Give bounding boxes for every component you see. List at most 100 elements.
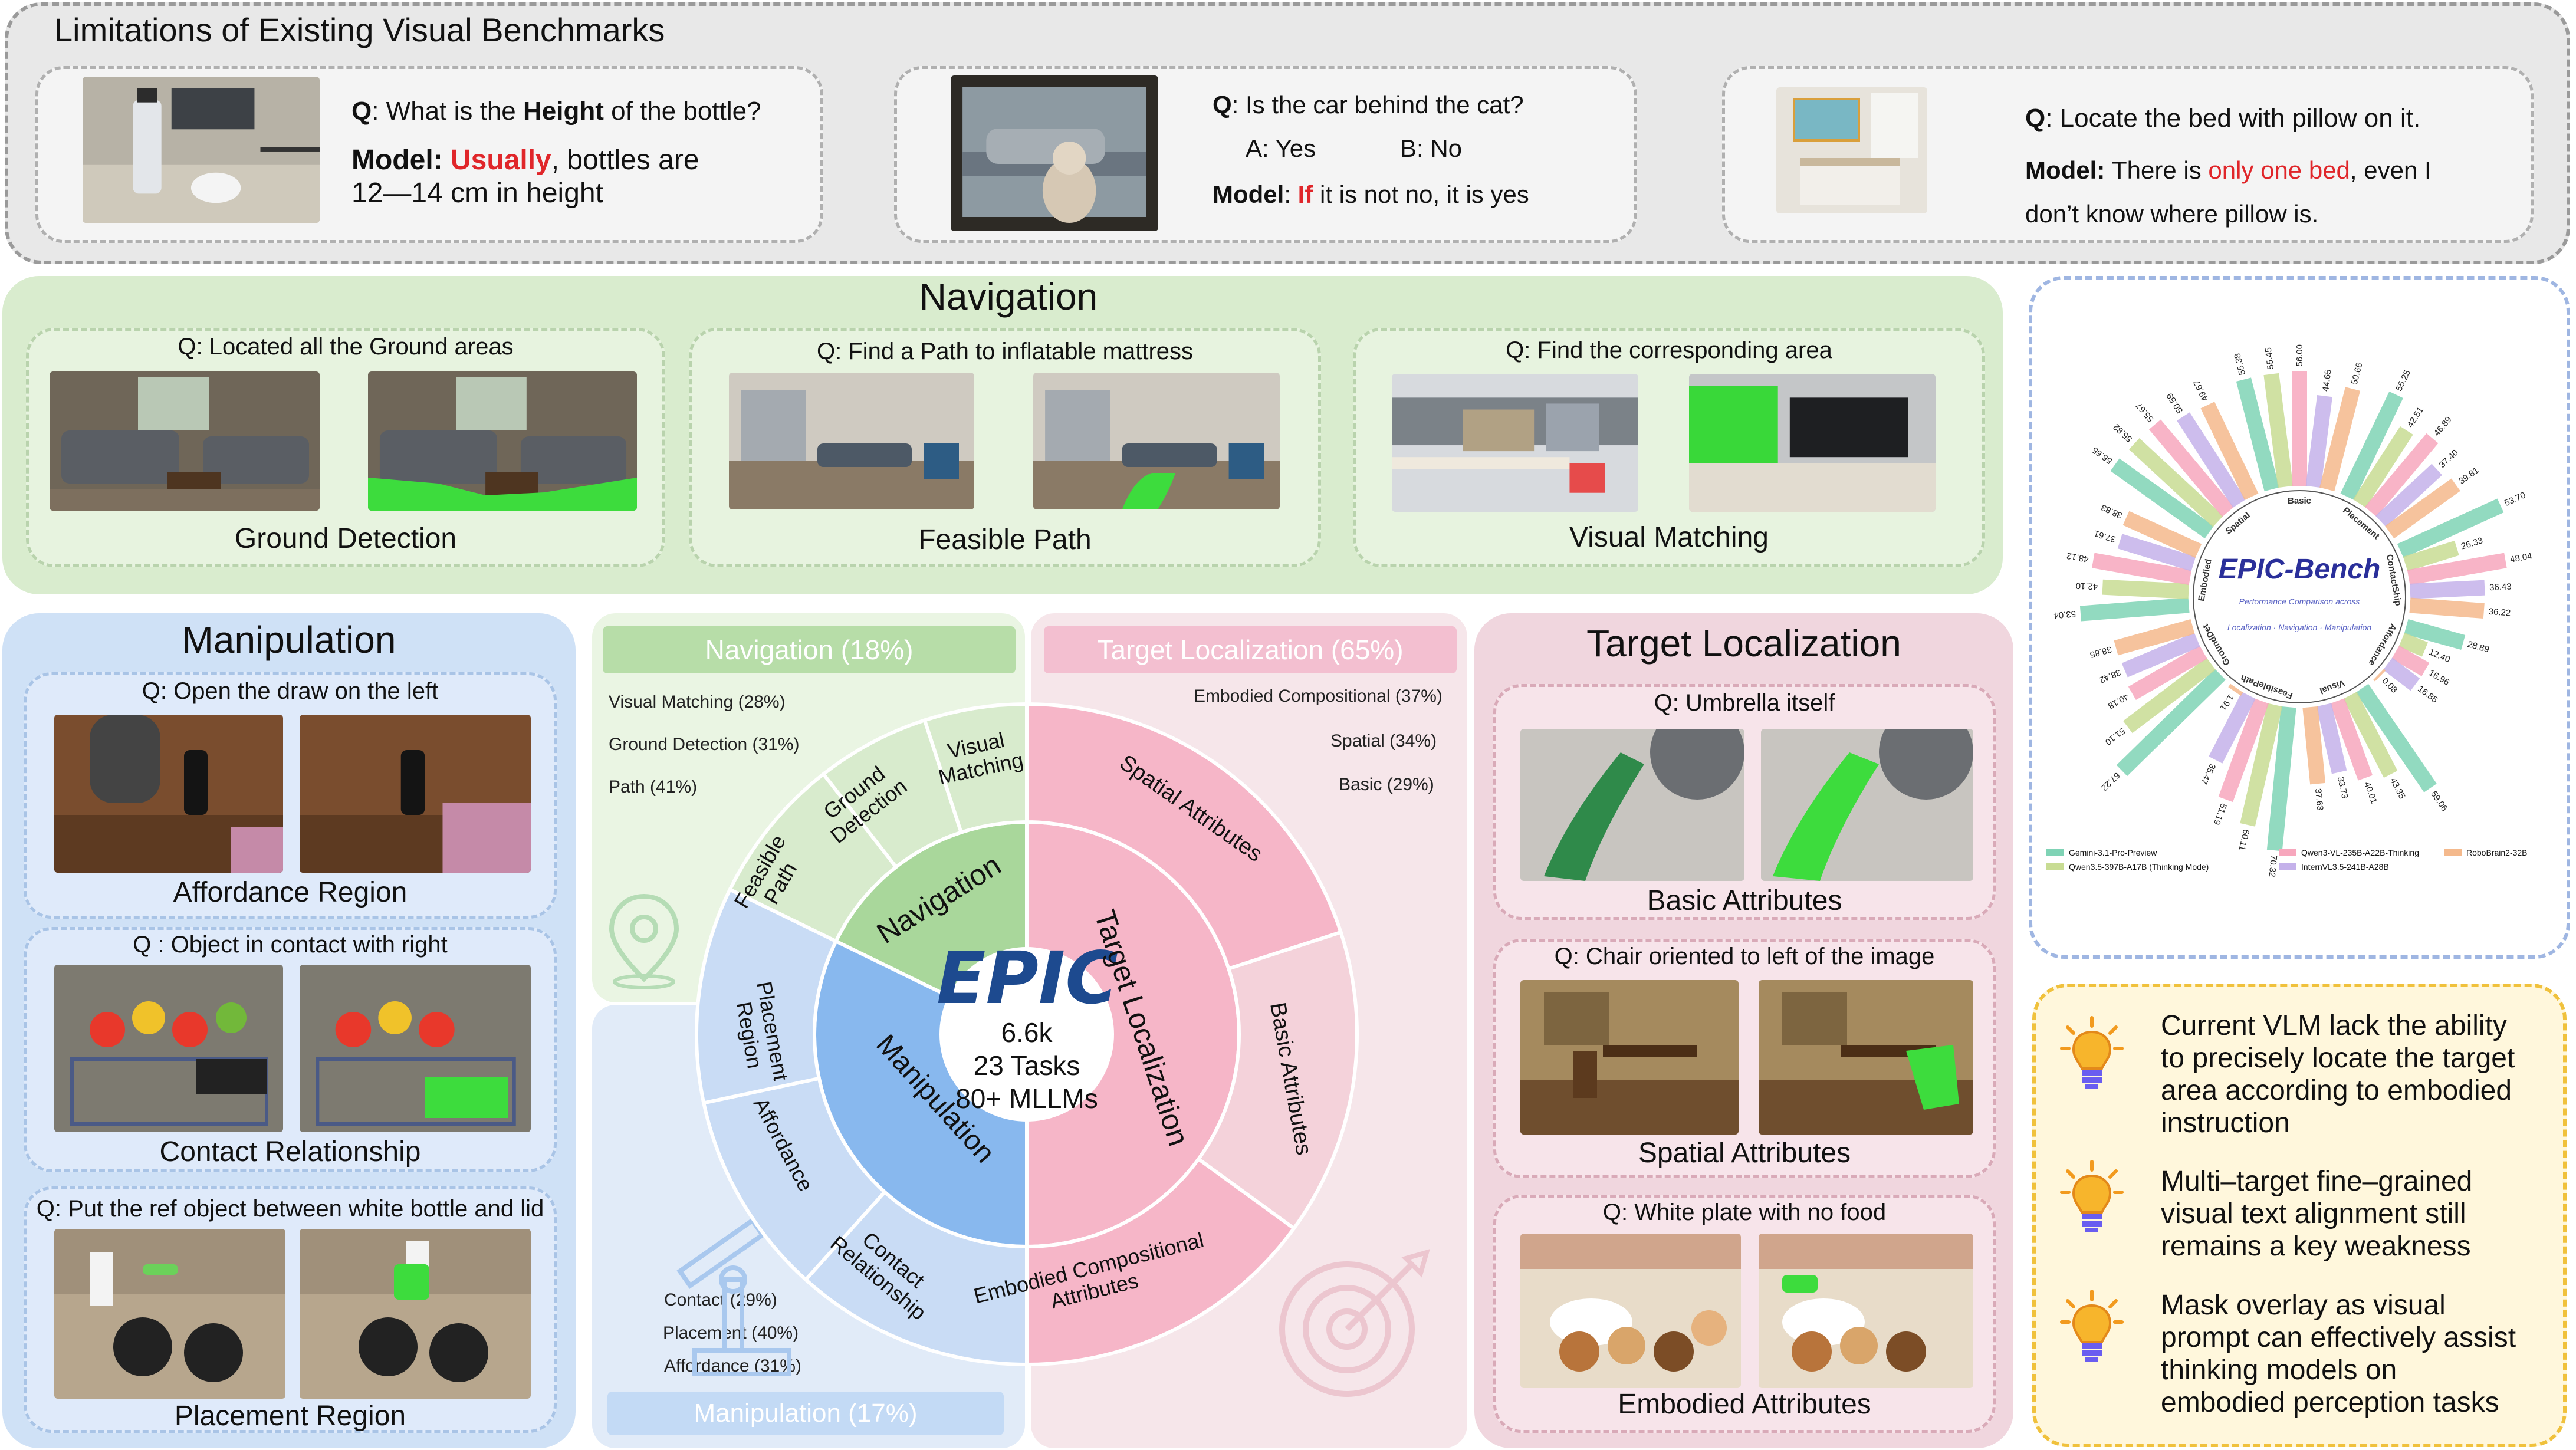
radial-legend: Gemini-3.1-Pro-Preview Qwen3-VL-235B-A22… bbox=[2043, 847, 2562, 876]
bedroom-photo bbox=[1776, 87, 1927, 213]
radial-value-label: 16.85 bbox=[2416, 684, 2439, 705]
stat-models: 80+ MLLMs bbox=[955, 1083, 1098, 1114]
nav-caption-visual: Visual Matching bbox=[1569, 522, 1769, 553]
radial-bar bbox=[2200, 402, 2259, 501]
man-question-contact: Q : Object in contact with right bbox=[133, 932, 448, 958]
radial-bar bbox=[2240, 703, 2283, 827]
shopping-cart-mask-photo bbox=[300, 965, 531, 1132]
robot-arm-icon bbox=[676, 1217, 791, 1376]
tl-rank-1: Spatial (34%) bbox=[1330, 731, 1437, 751]
seg-embodied-attributes bbox=[1025, 1156, 1297, 1367]
lightbulb-icon bbox=[2060, 1290, 2124, 1362]
tl-rank-2: Basic (29%) bbox=[1339, 775, 1434, 794]
radial-value-label: 43.35 bbox=[2388, 777, 2407, 801]
man-question-affordance: Q: Open the draw on the left bbox=[142, 678, 439, 704]
q-bed: Q: Locate the bed with pillow on it. bbox=[2025, 104, 2421, 133]
radial-value-label: 67.22 bbox=[2099, 770, 2122, 793]
radial-value-label: 37.61 bbox=[2093, 528, 2117, 544]
radial-value-label: 50.66 bbox=[2350, 361, 2365, 386]
radial-value-label: 42.10 bbox=[2075, 580, 2098, 591]
radial-value-label: 55.45 bbox=[2263, 347, 2276, 370]
radial-subtitle-2: Localization · Navigation · Manipulation bbox=[2227, 623, 2372, 632]
radial-value-label: 44.65 bbox=[2321, 369, 2334, 392]
drawer-photo bbox=[54, 715, 283, 873]
tl-caption-basic: Basic Attributes bbox=[1647, 885, 1842, 916]
radial-subtitle: Performance Comparison across bbox=[2239, 597, 2360, 606]
radial-value-label: 55.82 bbox=[2111, 422, 2134, 444]
radial-value-label: 38.42 bbox=[2098, 667, 2122, 685]
nav-caption-path: Feasible Path bbox=[918, 524, 1092, 555]
legend-item-robobrain: RoboBrain2-32B bbox=[2444, 848, 2528, 857]
seg-spatial-attributes bbox=[1025, 702, 1343, 971]
center-man-header: Manipulation (17%) bbox=[607, 1392, 1004, 1435]
man-caption-affordance: Affordance Region bbox=[173, 877, 408, 908]
radial-bar bbox=[2305, 395, 2332, 488]
radial-bar bbox=[2148, 419, 2235, 517]
radial-bar bbox=[2110, 458, 2214, 539]
radial-value-label: 38.83 bbox=[2099, 502, 2124, 521]
tl-caption-spatial: Spatial Attributes bbox=[1638, 1137, 1851, 1169]
radial-bar bbox=[2340, 391, 2403, 501]
radial-value-label: 53.70 bbox=[2503, 490, 2527, 508]
nav-rank-2: Path (41%) bbox=[609, 777, 698, 797]
radial-value-label: 51.19 bbox=[2212, 802, 2229, 826]
radial-value-label: 39.81 bbox=[2457, 465, 2480, 486]
radial-bar bbox=[2319, 387, 2361, 492]
model-answer-car: Model: If it is not no, it is yes bbox=[1213, 180, 1529, 208]
finding-1: Current VLM lack the ability to precisel… bbox=[2161, 1010, 2515, 1139]
finding-3: Mask overlay as visual prompt can effect… bbox=[2161, 1290, 2516, 1418]
radial-value-label: 28.89 bbox=[2466, 639, 2490, 655]
radial-bar bbox=[2404, 619, 2466, 650]
living-room-ground-mask-photo bbox=[368, 371, 637, 511]
radial-bar bbox=[2292, 371, 2307, 486]
option-b: B: No bbox=[1400, 134, 1463, 162]
radial-bar bbox=[2128, 645, 2207, 701]
radial-bar bbox=[2409, 597, 2485, 619]
q-height: Q: What is the Height of the bottle? bbox=[351, 97, 761, 126]
radial-bar bbox=[2129, 438, 2223, 527]
radial-category-label: Visual bbox=[2318, 678, 2346, 696]
legend-item-internvl: InternVL3.5-241B-A28B bbox=[2279, 862, 2389, 872]
radial-value-label: 26.33 bbox=[2460, 535, 2484, 551]
radial-value-label: 40.18 bbox=[2106, 691, 2130, 711]
radial-bar bbox=[2391, 645, 2430, 676]
umbrella-mask-photo bbox=[1761, 729, 1973, 881]
radial-bar bbox=[2343, 692, 2398, 778]
man-rank-0: Contact (29%) bbox=[664, 1290, 777, 1310]
cat-window-photo bbox=[951, 75, 1158, 231]
radial-bar bbox=[2385, 478, 2460, 539]
office-photo bbox=[1392, 374, 1638, 512]
radial-value-label: 51.10 bbox=[2103, 726, 2127, 747]
radial-value-label: 50.59 bbox=[2165, 391, 2186, 415]
legend-item-qwen35: Qwen3.5-397B-A17B (Thinking Mode) bbox=[2046, 862, 2209, 872]
room-mattress-path-photo bbox=[1033, 373, 1280, 509]
tl-question-basic: Q: Umbrella itself bbox=[1654, 690, 1835, 716]
dining-room-mask-photo bbox=[1759, 980, 1973, 1135]
man-caption-placement: Placement Region bbox=[174, 1400, 406, 1432]
radial-bar bbox=[2266, 706, 2296, 851]
radial-value-label: 55.25 bbox=[2394, 369, 2413, 393]
radial-bar bbox=[2102, 579, 2189, 599]
nav-rank-0: Visual Matching (28%) bbox=[609, 692, 786, 712]
radial-value-label: 36.43 bbox=[2489, 581, 2512, 593]
option-a: A: Yes bbox=[1246, 134, 1316, 162]
navigation-title: Navigation bbox=[919, 275, 1098, 318]
radial-value-label: 56.65 bbox=[2091, 445, 2114, 466]
center-nav-header: Navigation (18%) bbox=[603, 626, 1016, 673]
radial-bar bbox=[2398, 632, 2429, 657]
donut-table-photo bbox=[1520, 1234, 1741, 1388]
radial-value-label: 53.04 bbox=[2053, 609, 2076, 620]
epic-logo: EPIC bbox=[937, 936, 1118, 1020]
drawer-second-photo bbox=[300, 715, 531, 873]
kitchen-mask-photo bbox=[300, 1229, 531, 1399]
donut-table-mask-photo bbox=[1759, 1234, 1973, 1388]
seg-basic-attributes bbox=[1196, 930, 1359, 1231]
radial-bar bbox=[2364, 433, 2439, 517]
office-green-mask-photo bbox=[1689, 374, 1936, 512]
target-title: Target Localization bbox=[1586, 622, 1901, 665]
radial-bar bbox=[2330, 698, 2373, 781]
radial-bar bbox=[2263, 373, 2294, 488]
nav-question-visual: Q: Find the corresponding area bbox=[1506, 337, 1832, 363]
radial-value-label: 12.40 bbox=[2427, 647, 2452, 665]
